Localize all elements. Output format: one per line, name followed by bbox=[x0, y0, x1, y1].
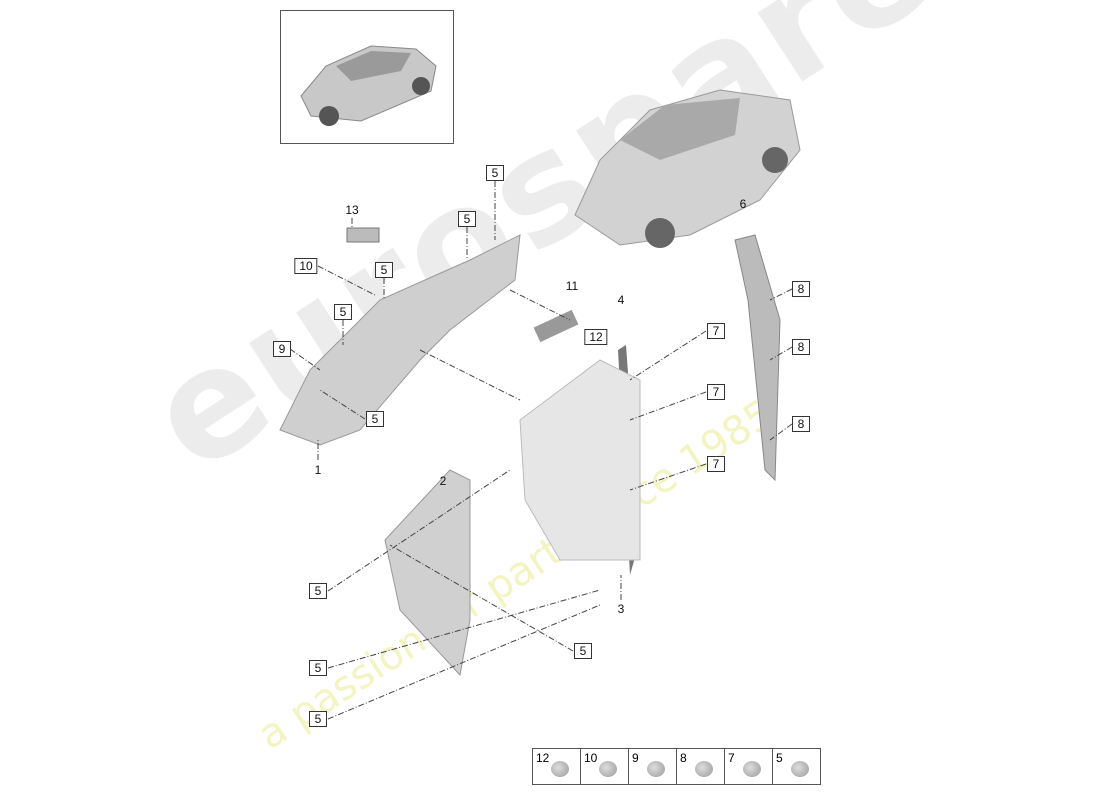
callout-5: 5 bbox=[574, 643, 592, 659]
callout-12: 12 bbox=[584, 329, 608, 345]
part-2-fender bbox=[384, 469, 471, 677]
legend-number: 8 bbox=[680, 751, 687, 765]
callout-13: 13 bbox=[345, 203, 359, 217]
callout-5: 5 bbox=[309, 660, 327, 676]
part-13-clip bbox=[346, 227, 380, 243]
part-11-bracket bbox=[533, 309, 579, 343]
screw-icon bbox=[791, 761, 809, 777]
screw-icon bbox=[551, 761, 569, 777]
legend-item-7: 7 bbox=[725, 749, 773, 784]
callout-7: 7 bbox=[707, 323, 725, 339]
part-1-wheel-arch-liner bbox=[279, 234, 521, 446]
car-thumbnail-image bbox=[300, 45, 437, 126]
callout-7: 7 bbox=[707, 456, 725, 472]
callout-5: 5 bbox=[375, 262, 393, 278]
clip-icon bbox=[647, 761, 665, 777]
vehicle-overview bbox=[574, 89, 801, 248]
legend-item-5: 5 bbox=[773, 749, 820, 784]
vehicle-thumbnail bbox=[280, 10, 454, 144]
legend-item-8: 8 bbox=[677, 749, 725, 784]
callout-5: 5 bbox=[309, 583, 327, 599]
legend-item-10: 10 bbox=[581, 749, 629, 784]
legend-item-12: 12 bbox=[533, 749, 581, 784]
callout-7: 7 bbox=[707, 384, 725, 400]
callout-8: 8 bbox=[792, 281, 810, 297]
legend-number: 10 bbox=[584, 751, 598, 765]
callout-5: 5 bbox=[458, 211, 476, 227]
legend-number: 12 bbox=[536, 751, 550, 765]
legend-number: 9 bbox=[632, 751, 639, 765]
part-6-seal-strip bbox=[734, 234, 781, 482]
clip-icon bbox=[743, 761, 761, 777]
fastener-legend: 12 10 9 8 7 5 bbox=[532, 748, 821, 785]
callout-1: 1 bbox=[314, 463, 322, 477]
callout-8: 8 bbox=[792, 339, 810, 355]
legend-number: 5 bbox=[776, 751, 783, 765]
screw-icon bbox=[695, 761, 713, 777]
callout-5: 5 bbox=[309, 711, 327, 727]
callout-3: 3 bbox=[617, 602, 625, 616]
part-3-inner-panel bbox=[519, 359, 641, 561]
callout-9: 9 bbox=[273, 341, 291, 357]
legend-item-9: 9 bbox=[629, 749, 677, 784]
leader-lines bbox=[289, 181, 793, 720]
callout-2: 2 bbox=[439, 474, 447, 488]
callout-6: 6 bbox=[739, 197, 747, 211]
callout-4: 4 bbox=[617, 293, 625, 307]
callout-5: 5 bbox=[486, 165, 504, 181]
callout-11: 11 bbox=[565, 279, 579, 293]
callout-8: 8 bbox=[792, 416, 810, 432]
callout-5: 5 bbox=[334, 304, 352, 320]
callout-5: 5 bbox=[366, 411, 384, 427]
callout-10: 10 bbox=[294, 258, 318, 274]
nut-icon bbox=[599, 761, 617, 777]
legend-number: 7 bbox=[728, 751, 735, 765]
